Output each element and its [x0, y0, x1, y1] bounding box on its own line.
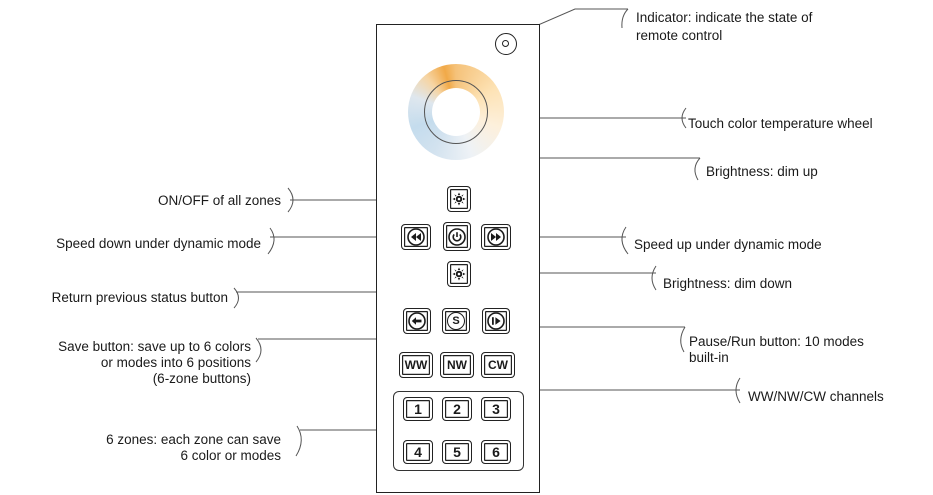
label-zones-line2: 6 color or modes: [180, 448, 281, 463]
label-speed-down: Speed down under dynamic mode: [56, 236, 261, 251]
brightness-down-icon: [452, 267, 466, 281]
zone-button-3[interactable]: 3: [481, 397, 511, 421]
indicator-led-icon: [495, 33, 517, 55]
label-channels: WW/NW/CW channels: [748, 389, 884, 404]
fast-forward-icon: [487, 228, 505, 246]
zone-button-group: [393, 391, 524, 471]
power-button[interactable]: [443, 222, 471, 251]
label-indicator-line2: remote control: [636, 28, 723, 43]
label-pause-line2: built-in: [689, 350, 729, 365]
dim-up-button[interactable]: [447, 186, 471, 212]
zone-button-5[interactable]: 5: [442, 440, 472, 464]
bracket-speed-up: [621, 226, 629, 255]
wheel-center: [432, 88, 480, 136]
cw-channel-button[interactable]: CW: [481, 352, 515, 378]
return-arrow-icon: [408, 312, 426, 330]
zone-button-1[interactable]: 1: [403, 397, 433, 421]
bracket-on-off: [287, 187, 294, 213]
label-indicator-line1: Indicator: indicate the state of: [636, 10, 813, 25]
zone-button-4[interactable]: 4: [403, 440, 433, 464]
speed-up-button[interactable]: [481, 224, 511, 250]
return-button[interactable]: [403, 308, 431, 334]
speed-down-button[interactable]: [401, 224, 431, 250]
bracket-wheel: [681, 107, 687, 129]
label-save-line3: (6-zone buttons): [152, 371, 251, 386]
play-pause-icon: [487, 312, 505, 330]
bracket-return: [233, 287, 239, 309]
label-wheel: Touch color temperature wheel: [688, 116, 873, 131]
bracket-channels: [735, 377, 741, 404]
wheel-inner-ring: [424, 80, 488, 144]
nw-channel-button[interactable]: NW: [440, 352, 474, 378]
indicator-led-dot: [502, 40, 509, 47]
pause-run-button[interactable]: [482, 308, 510, 334]
bracket-save: [255, 337, 262, 363]
bracket-indicator: [621, 8, 629, 29]
label-zones-line1: 6 zones: each zone can save: [106, 432, 281, 447]
save-button[interactable]: S: [442, 308, 470, 334]
zone-button-6[interactable]: 6: [481, 440, 511, 464]
label-dim-down: Brightness: dim down: [663, 276, 793, 291]
dim-down-button[interactable]: [447, 261, 471, 287]
save-button-label: S: [447, 312, 465, 330]
bracket-pause: [680, 326, 686, 353]
bracket-zones: [295, 425, 302, 457]
label-save-line1: Save button: save up to 6 colors: [58, 339, 251, 354]
label-save-line2: or modes into 6 positions: [100, 355, 251, 370]
power-icon: [448, 227, 466, 246]
bracket-dim-down: [651, 265, 657, 291]
ww-channel-button[interactable]: WW: [399, 352, 433, 378]
label-return: Return previous status button: [51, 290, 228, 305]
bracket-speed-down: [267, 227, 275, 255]
label-dim-up: Brightness: dim up: [706, 164, 818, 179]
label-on-off: ON/OFF of all zones: [157, 193, 281, 208]
bracket-dim-up: [694, 157, 701, 181]
zone-button-2[interactable]: 2: [442, 397, 472, 421]
rewind-icon: [407, 228, 425, 246]
brightness-up-icon: [452, 192, 466, 206]
label-pause-line1: Pause/Run button: 10 modes: [689, 334, 864, 349]
label-speed-up: Speed up under dynamic mode: [634, 237, 822, 252]
